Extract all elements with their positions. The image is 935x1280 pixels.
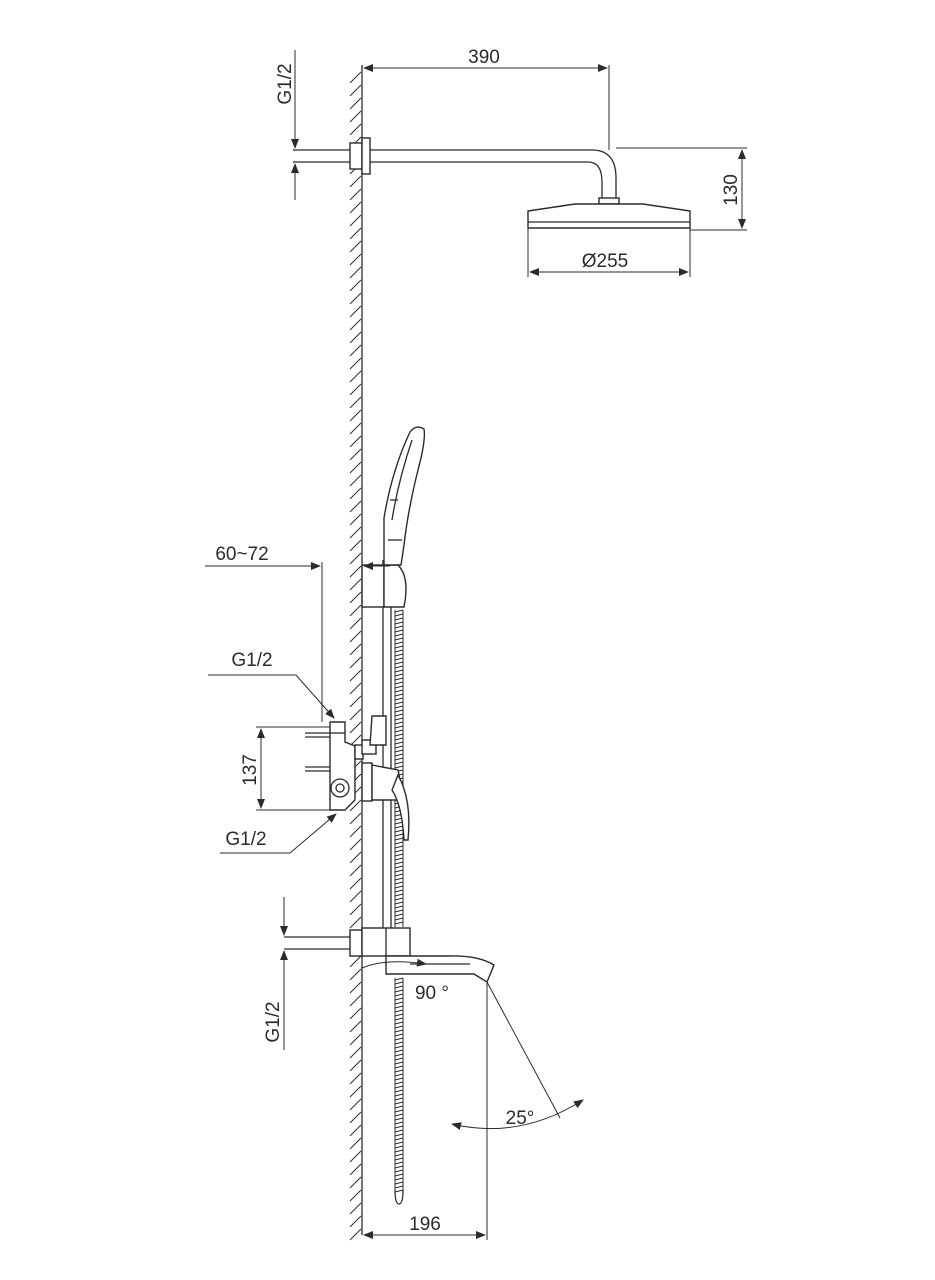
top-inlet-thread-label: G1/2 xyxy=(275,63,296,104)
dimension-lines xyxy=(205,50,747,1240)
hose-upper xyxy=(394,609,404,927)
wall-hatching xyxy=(349,71,362,1241)
arm-length-label: 390 xyxy=(468,47,500,68)
hose-lower xyxy=(394,977,404,1205)
mixer-valve xyxy=(361,715,410,841)
valve-height-label: 137 xyxy=(240,754,261,786)
spout-thread-label: G1/2 xyxy=(263,1001,284,1042)
spout-angle-label: 25° xyxy=(506,1108,535,1129)
spout-projection-label: 196 xyxy=(409,1214,441,1235)
valve-lower-thread-label: G1/2 xyxy=(225,829,266,850)
wall xyxy=(349,65,363,1241)
hand-shower xyxy=(383,426,426,566)
bath-spout xyxy=(284,927,495,984)
shower-arm xyxy=(293,137,620,205)
head-shower xyxy=(527,203,691,229)
head-diameter-label: Ø255 xyxy=(582,251,628,272)
dimension-labels: 390 G1/2 130 Ø255 60~72 G1/2 137 G1/2 G1… xyxy=(215,47,742,1235)
head-drop-label: 130 xyxy=(721,174,742,206)
valve-upper-thread-label: G1/2 xyxy=(231,650,272,671)
wall-depth-label: 60~72 xyxy=(215,544,268,565)
slide-bar-and-hose xyxy=(361,560,407,1205)
concealed-valve-body xyxy=(305,721,364,811)
spout-swivel-label: 90 ° xyxy=(415,983,449,1004)
